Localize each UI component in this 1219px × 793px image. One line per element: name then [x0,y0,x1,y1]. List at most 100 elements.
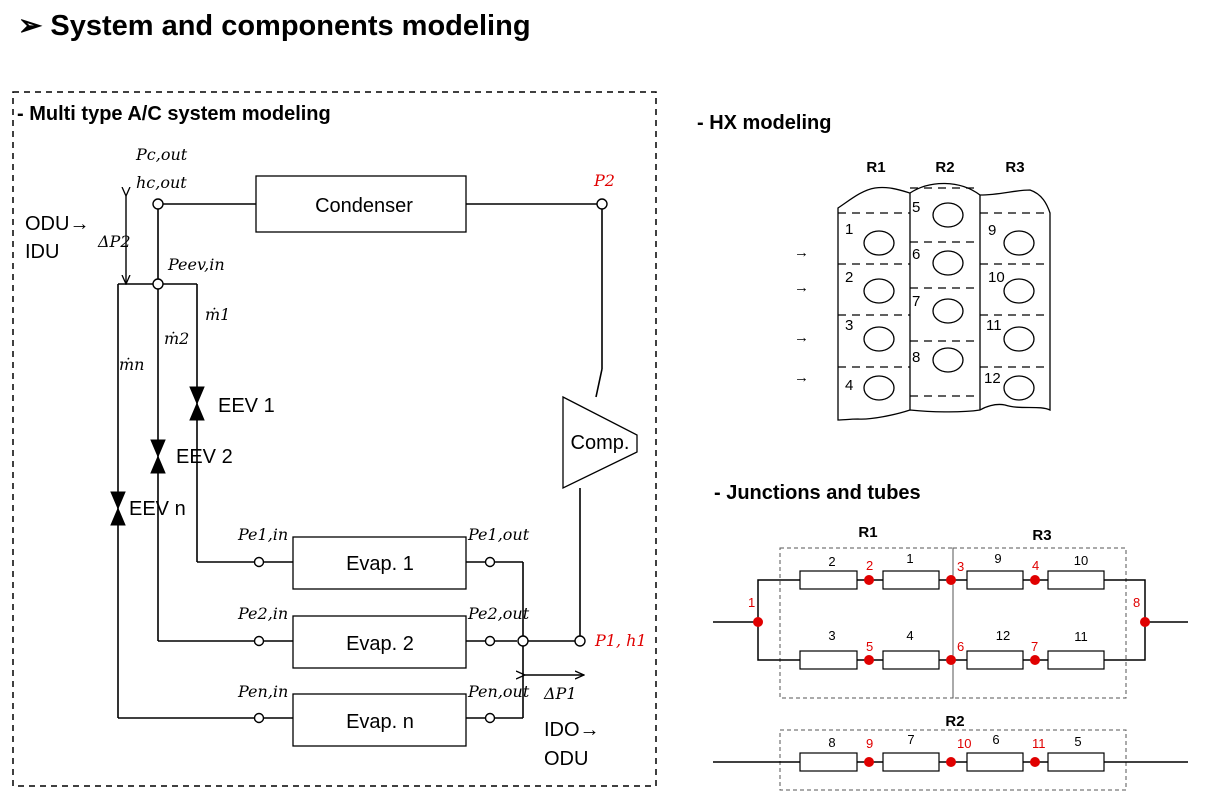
tube-7: 7 [907,732,914,747]
hx-row-r1: R1 [866,159,885,176]
node-eev-in [152,278,164,290]
hx-cell-3: 3 [845,317,853,334]
compressor-shape [562,395,638,490]
group-label-r3: R3 [1032,527,1051,544]
hx-cell-5: 5 [912,199,920,216]
node-pe2-in [253,635,265,647]
label-pe2-in: Pe2,in [237,604,288,623]
group-label-r1: R1 [858,524,877,541]
group-r3-box [952,547,1127,699]
tube-9: 9 [994,551,1001,566]
odu-idu-line2: IDU [25,241,59,263]
label-p2: P2 [593,171,615,190]
label-peev-in: Peev,in [167,255,225,274]
tube-3: 3 [828,628,835,643]
hx-cell-10: 10 [988,269,1005,286]
evap-1-label: Evap. 1 [346,553,414,575]
node-pe2-out [484,635,496,647]
tube-1: 1 [906,551,913,566]
hx-tubes [863,202,1035,401]
tube-10: 10 [1074,553,1088,568]
evap-1-box [292,536,467,590]
ac-frame [12,91,657,787]
junction-2: 2 [866,558,873,573]
label-mn: ṁn [119,355,144,374]
ac-system-diagram: - Multi type A/C system modeling [12,91,657,787]
node-mixer [517,635,529,647]
hx-section-title: - HX modeling [697,112,831,134]
tube-12: 12 [996,628,1010,643]
junction-7: 7 [1031,639,1038,654]
jt-section-title: - Junctions and tubes [714,482,921,504]
label-m2: ṁ2 [164,329,189,348]
tube-5: 5 [1074,734,1081,749]
junction-11: 11 [1032,736,1046,751]
group-label-r2: R2 [945,713,964,730]
airflow-arrow-2: → [794,279,809,296]
node-condenser-out [152,198,164,210]
label-pe1-in: Pe1,in [237,525,288,544]
hx-dividers [838,187,1050,397]
label-pc-out: Pc,out [135,145,188,164]
label-pen-out: Pen,out [467,682,530,701]
label-hc-out: hc,out [136,173,187,192]
tube-11: 11 [1074,629,1088,644]
hx-cell-12: 12 [984,370,1001,387]
hx-cell-8: 8 [912,349,920,366]
evap-2-box [292,615,467,669]
hx-row-r3: R3 [1005,159,1024,176]
ido-odu-line2: ODU [544,748,588,770]
tube-4: 4 [906,628,913,643]
condenser-label: Condenser [315,195,413,217]
label-pe2-out: Pe2,out [467,604,530,623]
airflow-arrow-3: → [794,329,809,346]
jt-tube-boxes [799,570,1105,772]
evap-n-label: Evap. n [346,711,414,733]
odu-idu-line1: ODU→ [25,213,89,235]
ac-section-title: - Multi type A/C system modeling [17,103,331,125]
junction-10: 10 [957,736,971,751]
hx-row-r2: R2 [935,159,954,176]
evap-2-label: Evap. 2 [346,633,414,655]
node-pen-in [253,712,265,724]
label-pe1-out: Pe1,out [467,525,530,544]
label-pen-in: Pen,in [237,682,288,701]
airflow-arrow-1: → [794,244,809,261]
label-m1: ṁ1 [205,305,230,324]
airflow-arrow-4: → [794,369,809,386]
condenser-box [255,175,467,233]
hx-cell-11: 11 [986,317,1002,334]
hx-cell-4: 4 [845,377,853,394]
junction-3: 3 [957,559,964,574]
page-title: ➢ System and components modeling [18,10,531,42]
junction-8: 8 [1133,595,1140,610]
eev-1-valve [189,386,205,421]
hx-diagram: - HX modeling R1 R2 R3 [697,112,1051,421]
junction-1: 1 [748,595,755,610]
eev-n-valve [110,491,126,526]
junction-6: 6 [957,639,964,654]
tube-2: 2 [828,554,835,569]
label-dp2: ΔP2 [97,232,131,251]
node-p2 [596,198,608,210]
eev-2-valve [150,439,166,474]
ac-nodes [152,198,608,724]
evap-n-box [292,693,467,747]
hx-cell-2: 2 [845,269,853,286]
hx-cell-9: 9 [988,222,996,239]
jt-lines [713,579,1188,763]
label-dp1: ΔP1 [543,684,577,703]
junction-5: 5 [866,639,873,654]
tube-6: 6 [992,732,999,747]
node-p1 [574,635,586,647]
junction-9: 9 [866,736,873,751]
hx-cell-1: 1 [845,221,853,238]
hx-cell-7: 7 [912,293,920,310]
junction-4: 4 [1032,558,1039,573]
eev-2-label: EEV 2 [176,446,233,468]
eev-n-label: EEV n [129,498,186,520]
ido-odu-line1: IDO→ [544,719,600,741]
compressor-label: Comp. [571,432,630,454]
node-pen-out [484,712,496,724]
label-p1-h1: P1, h1 [594,631,647,650]
